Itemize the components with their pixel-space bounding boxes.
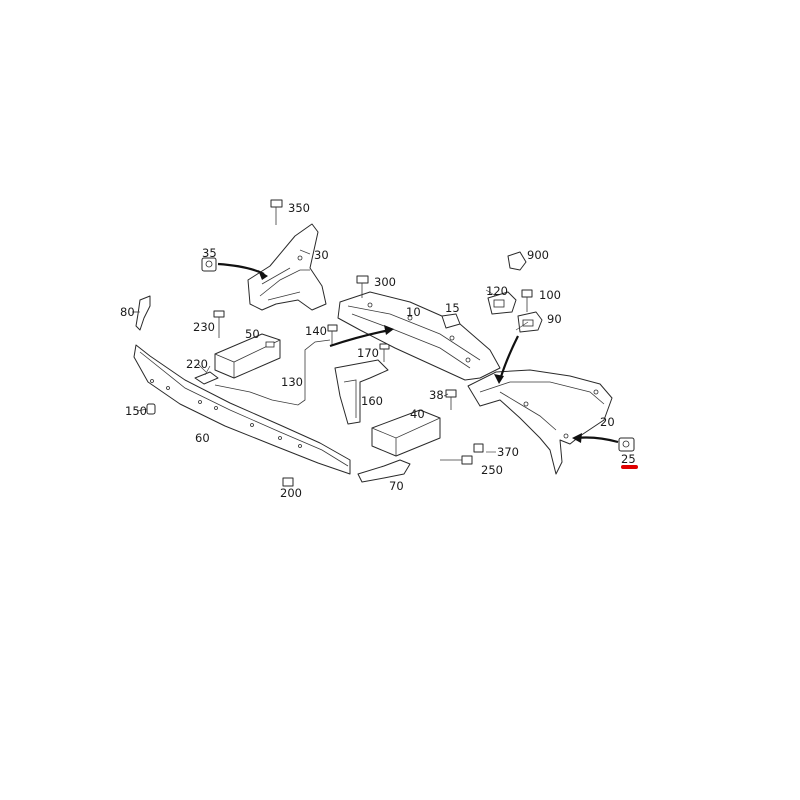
wire-130 bbox=[214, 339, 331, 406]
callout-labels: 350 35 30 300 10 900 120 100 15 90 80 23… bbox=[120, 201, 636, 500]
bolt-200 bbox=[282, 477, 294, 487]
bracket-80 bbox=[135, 295, 151, 331]
callout-130: 130 bbox=[281, 375, 303, 389]
callout-300: 300 bbox=[374, 275, 396, 289]
callout-15: 15 bbox=[445, 301, 460, 315]
bolt-140 bbox=[327, 324, 338, 346]
bolt-100 bbox=[521, 289, 533, 312]
part-900 bbox=[507, 251, 527, 271]
callout-250: 250 bbox=[481, 463, 503, 477]
callout-70: 70 bbox=[389, 479, 404, 493]
bolt-300 bbox=[356, 275, 369, 298]
bolt-370 bbox=[473, 443, 484, 453]
part-90 bbox=[517, 311, 543, 333]
callout-20: 20 bbox=[600, 415, 615, 429]
bumper-beam bbox=[133, 344, 351, 475]
nut-35 bbox=[201, 257, 217, 272]
callout-25: 25 bbox=[621, 452, 636, 466]
frame-20 bbox=[467, 369, 613, 475]
arrow-140 bbox=[329, 328, 391, 348]
nut-25 bbox=[618, 437, 635, 452]
callout-350: 350 bbox=[288, 201, 310, 215]
callout-60: 60 bbox=[195, 431, 210, 445]
arrow-25-head bbox=[572, 433, 582, 443]
callout-170: 170 bbox=[357, 346, 379, 360]
part-120 bbox=[487, 291, 517, 315]
bracket-160 bbox=[334, 359, 389, 425]
arrow-25 bbox=[575, 436, 619, 444]
callout-120: 120 bbox=[486, 284, 508, 298]
callout-80: 80 bbox=[120, 305, 135, 319]
arrow-90-head bbox=[494, 374, 504, 384]
callout-100: 100 bbox=[539, 288, 561, 302]
callout-50: 50 bbox=[245, 327, 260, 341]
callout-150: 150 bbox=[125, 404, 147, 418]
bolt-350 bbox=[270, 199, 283, 225]
bolt-250 bbox=[440, 455, 473, 465]
callout-160: 160 bbox=[361, 394, 383, 408]
callout-370: 370 bbox=[497, 445, 519, 459]
leader-lines bbox=[132, 249, 529, 453]
callout-220: 220 bbox=[186, 357, 208, 371]
plate-220 bbox=[194, 371, 219, 385]
bolt-170 bbox=[379, 343, 390, 362]
callout-10: 10 bbox=[406, 305, 421, 319]
highlight-underline bbox=[621, 465, 638, 469]
arrow-140-head bbox=[384, 325, 394, 335]
clip-15 bbox=[441, 313, 461, 329]
callout-230: 230 bbox=[193, 320, 215, 334]
mount-30 bbox=[247, 223, 327, 311]
bracket-50 bbox=[214, 333, 281, 379]
assembly-arrows bbox=[217, 262, 619, 444]
arrow-35 bbox=[217, 262, 265, 275]
bolt-230 bbox=[213, 310, 225, 338]
bracket-70 bbox=[357, 459, 411, 483]
cross-member-10 bbox=[337, 291, 501, 381]
arrow-35-head bbox=[258, 270, 268, 280]
callout-140: 140 bbox=[305, 324, 327, 338]
callout-38: 38 bbox=[429, 388, 444, 402]
buffer-150 bbox=[146, 403, 156, 415]
callout-900: 900 bbox=[527, 248, 549, 262]
callout-35: 35 bbox=[202, 246, 217, 260]
callout-200: 200 bbox=[280, 486, 302, 500]
callout-40: 40 bbox=[410, 407, 425, 421]
callout-30: 30 bbox=[314, 248, 329, 262]
bracket-40 bbox=[371, 409, 441, 457]
bolt-38 bbox=[445, 389, 457, 410]
callout-90: 90 bbox=[547, 312, 562, 326]
